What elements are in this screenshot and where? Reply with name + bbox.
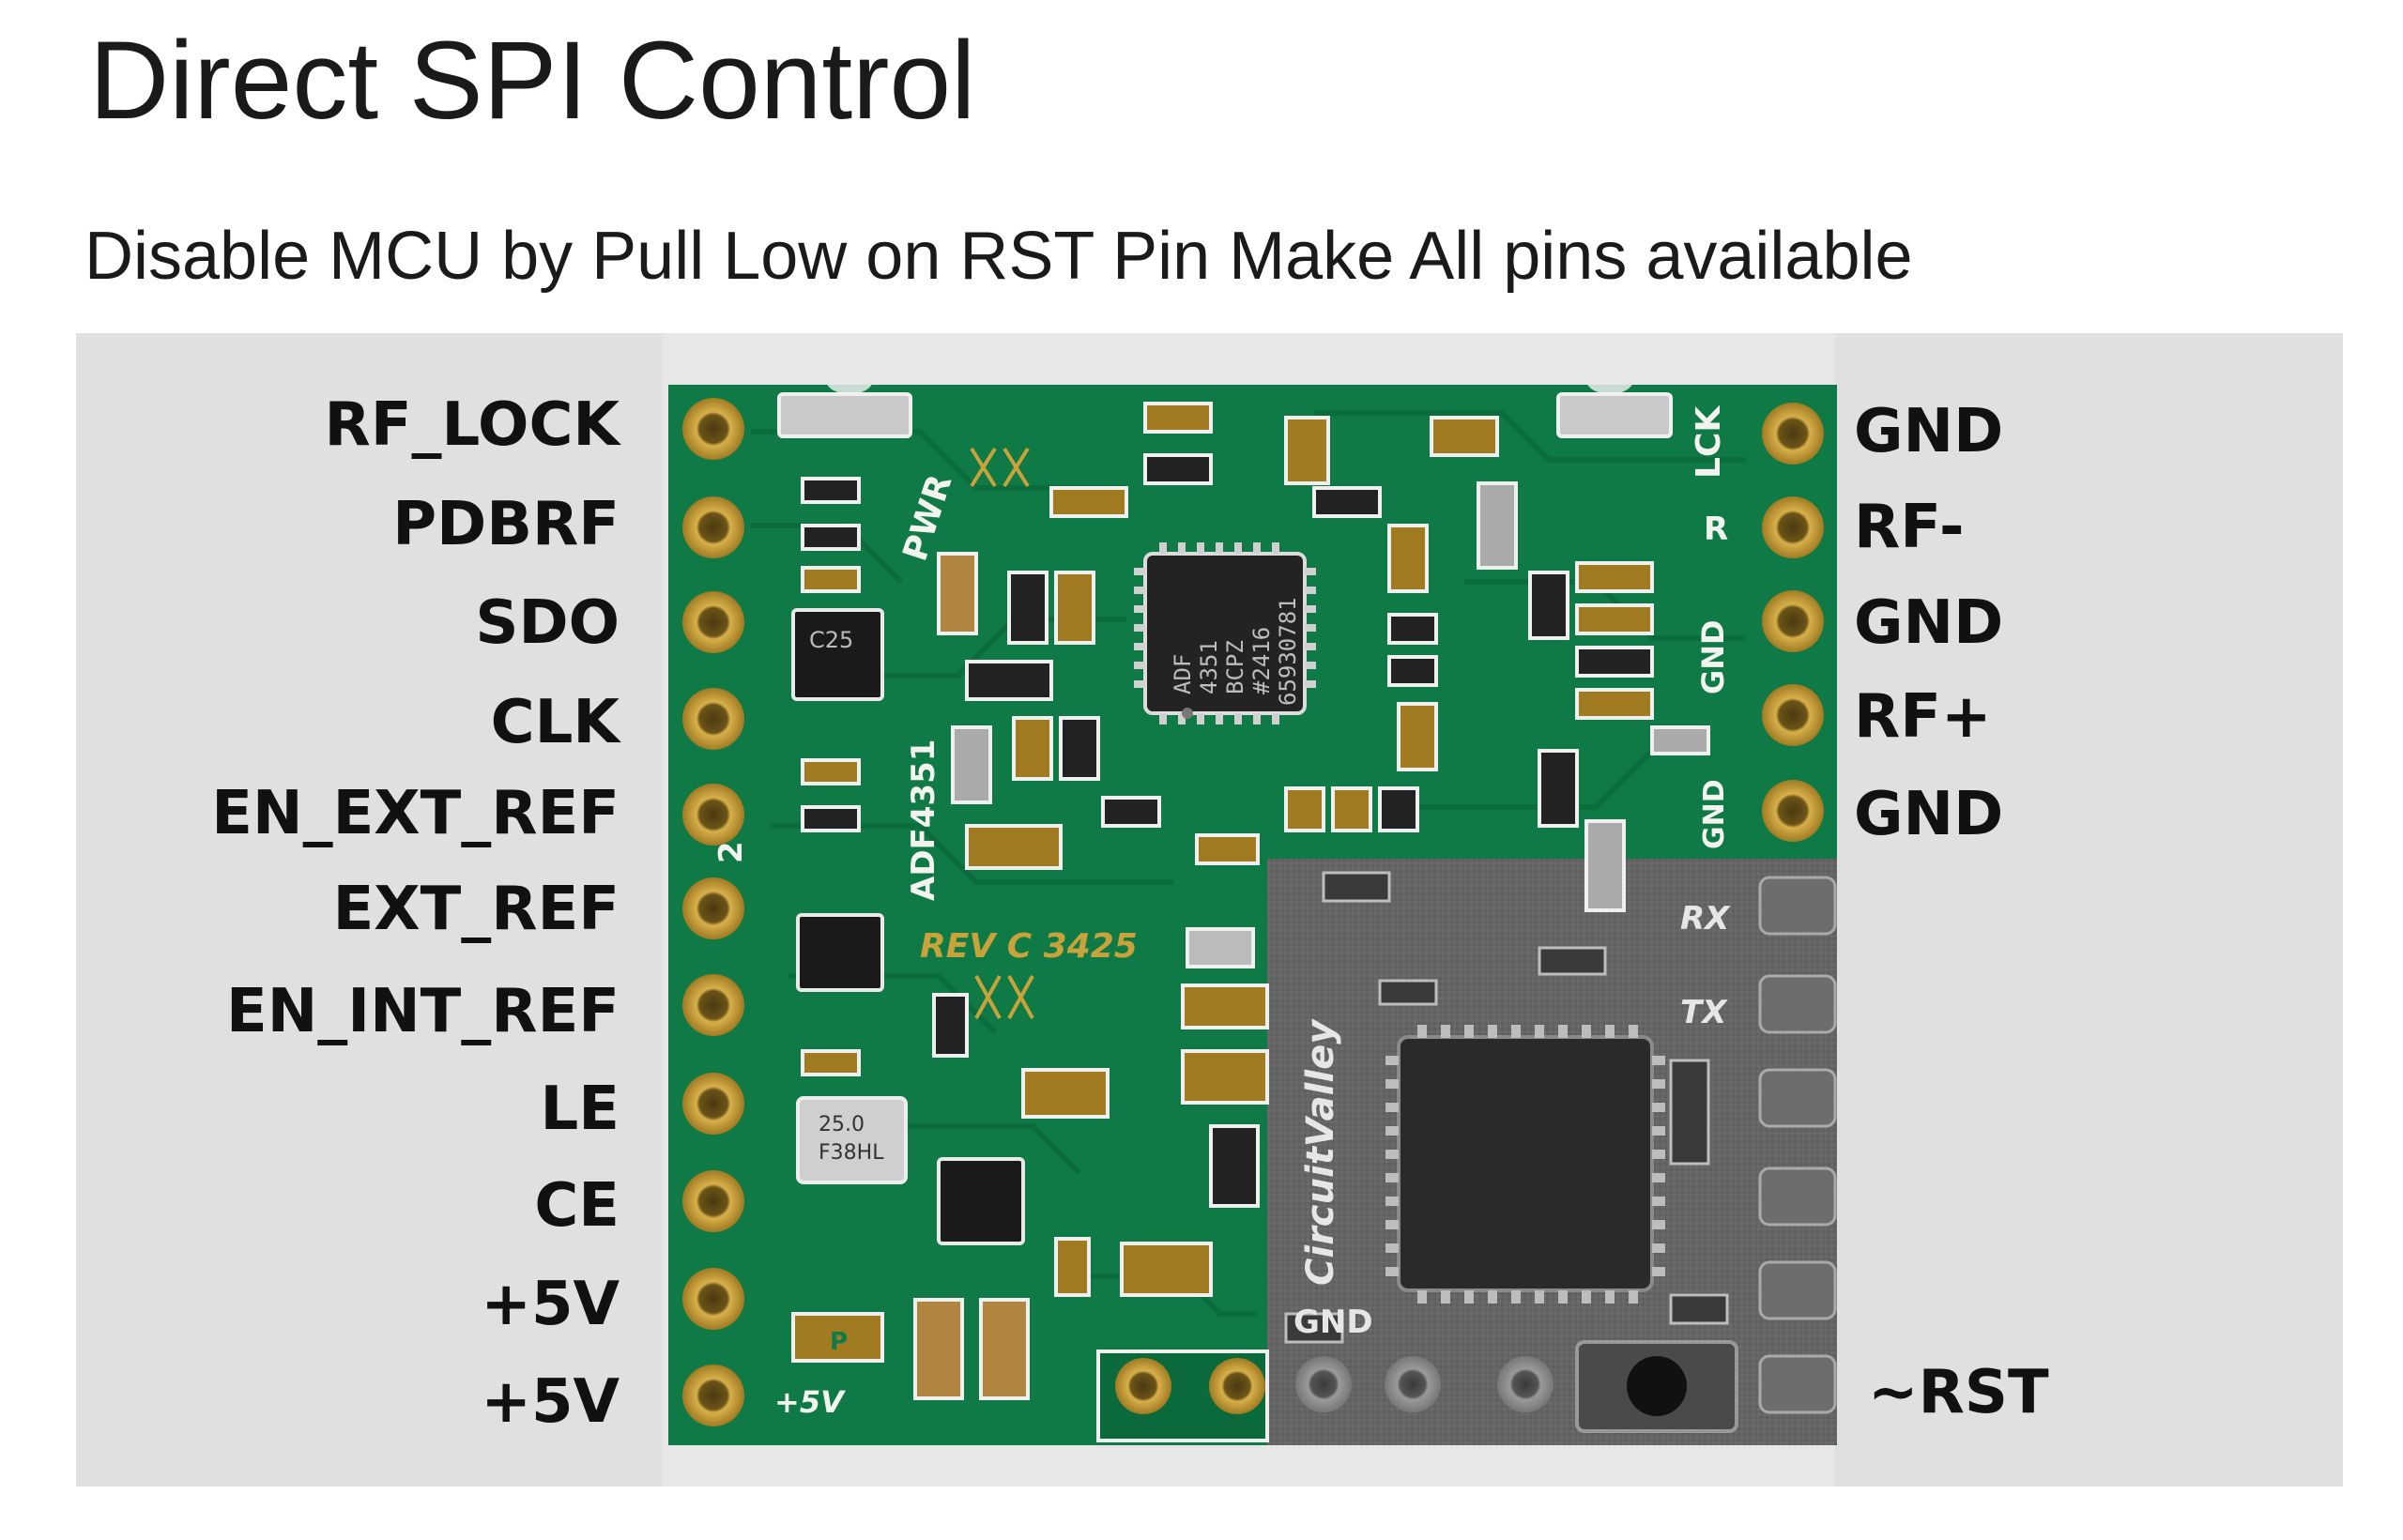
- pin-label-rst: ~RST: [1868, 1358, 2049, 1427]
- pin-label-rf-lock: RF_LOCK: [324, 390, 620, 460]
- pin-label-en-int-ref: EN_INT_REF: [225, 977, 620, 1046]
- pin-label-rf-plus: RF+: [1854, 682, 1992, 752]
- pin-label-gnd-3: GND: [1854, 780, 2004, 849]
- pin-label-ext-ref: EXT_REF: [332, 875, 620, 944]
- board-background: [662, 333, 1835, 1487]
- pin-label-5v-a: +5V: [481, 1270, 620, 1339]
- pin-label-ce: CE: [534, 1171, 620, 1241]
- pin-label-gnd-2: GND: [1854, 588, 2004, 658]
- pin-label-rf-minus: RF-: [1854, 493, 1965, 562]
- pin-label-gnd-1: GND: [1854, 397, 2004, 466]
- pin-label-clk: CLK: [490, 688, 620, 757]
- pin-label-5v-b: +5V: [481, 1367, 620, 1437]
- pin-label-sdo: SDO: [475, 588, 620, 658]
- pin-label-pdbrf: PDBRF: [392, 490, 620, 559]
- pin-label-en-ext-ref: EN_EXT_REF: [211, 779, 620, 848]
- page-subtitle: Disable MCU by Pull Low on RST Pin Make …: [84, 219, 1913, 294]
- page-title: Direct SPI Control: [89, 19, 976, 143]
- pin-label-le: LE: [540, 1075, 620, 1144]
